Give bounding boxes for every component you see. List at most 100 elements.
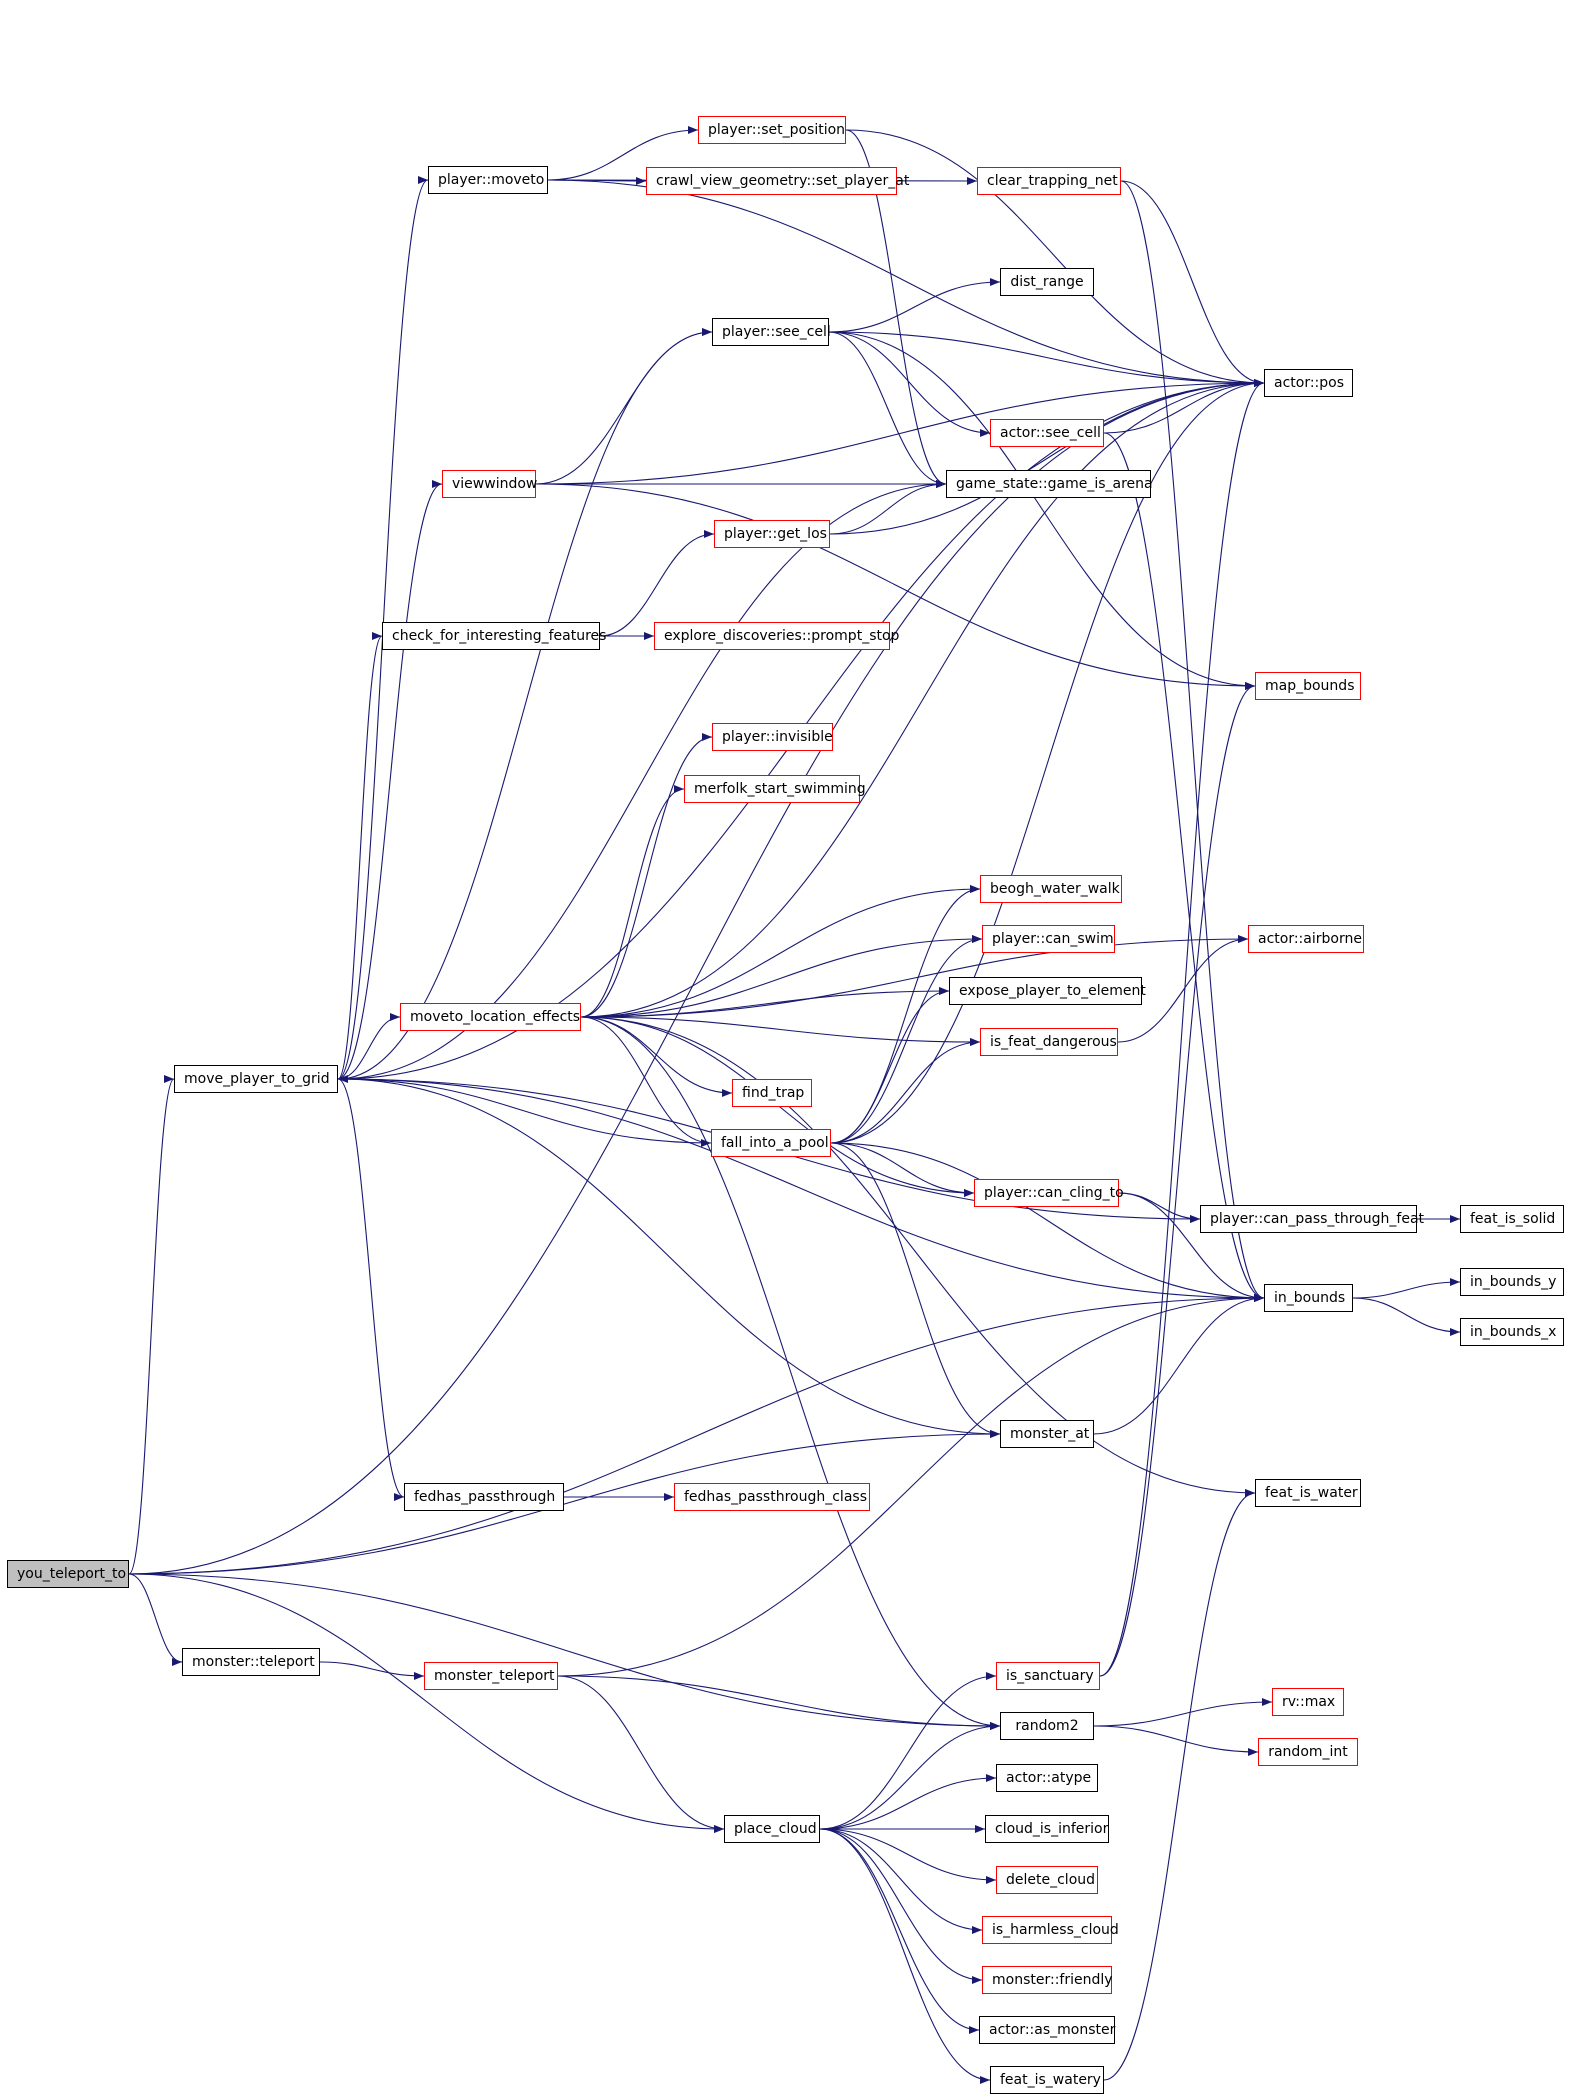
node-player-set-position[interactable]: player::set_position bbox=[698, 116, 846, 144]
edge-you-teleport-to-to-monster-teleport-method bbox=[128, 1573, 183, 1666]
edge-moveto-location-effects-to-find-trap bbox=[580, 1016, 733, 1097]
node-player-can-swim[interactable]: player::can_swim bbox=[982, 925, 1115, 953]
node-crawl-view-geometry-set-player-at[interactable]: crawl_view_geometry::set_player_at bbox=[646, 167, 909, 195]
node-find-trap[interactable]: find_trap bbox=[732, 1079, 812, 1107]
node-is-feat-dangerous[interactable]: is_feat_dangerous bbox=[980, 1028, 1118, 1056]
node-merfolk-start-swimming[interactable]: merfolk_start_swimming bbox=[684, 775, 866, 803]
edge-moveto-location-effects-to-actor-airborne bbox=[580, 935, 1249, 1018]
edge-fall-into-a-pool-to-actor-pos bbox=[830, 379, 1265, 1144]
node-random-int[interactable]: random_int bbox=[1258, 1738, 1358, 1766]
node-actor-see-cell[interactable]: actor::see_cell bbox=[990, 419, 1104, 447]
node-fall-into-a-pool[interactable]: fall_into_a_pool bbox=[711, 1129, 831, 1157]
edge-move-player-to-grid-to-player-see-cell bbox=[337, 328, 713, 1080]
node-delete-cloud[interactable]: delete_cloud bbox=[996, 1866, 1098, 1894]
edge-you-teleport-to-to-monster-at bbox=[128, 1430, 1001, 1575]
edge-player-get-los-to-game-state-game-is-arena bbox=[829, 480, 947, 535]
node-feat-is-water[interactable]: feat_is_water bbox=[1255, 1479, 1361, 1507]
edge-player-set-position-to-actor-pos bbox=[845, 129, 1265, 387]
edge-move-player-to-grid-to-fedhas-passthrough bbox=[337, 1078, 405, 1501]
edge-is-feat-dangerous-to-actor-airborne bbox=[1117, 935, 1249, 1043]
edge-random2-to-rv-max bbox=[1093, 1698, 1273, 1727]
edge-moveto-location-effects-to-random2 bbox=[580, 1016, 1001, 1730]
edge-move-player-to-grid-to-in-bounds bbox=[337, 1078, 1265, 1302]
edge-player-can-cling-to-to-player-can-pass-through-feat bbox=[1118, 1192, 1201, 1223]
edge-monster-at-to-in-bounds bbox=[1093, 1294, 1265, 1435]
edge-fall-into-a-pool-to-move-player-to-grid bbox=[337, 1075, 712, 1144]
node-monster-teleport[interactable]: monster_teleport bbox=[424, 1662, 558, 1690]
edge-moveto-location-effects-to-is-feat-dangerous bbox=[580, 1016, 981, 1046]
node-actor-as-monster[interactable]: actor::as_monster bbox=[979, 2016, 1115, 2044]
edge-moveto-location-effects-to-player-invisible bbox=[580, 733, 713, 1018]
edge-fall-into-a-pool-to-expose-player-to-element bbox=[830, 987, 950, 1144]
edge-moveto-location-effects-to-merfolk-start-swimming bbox=[580, 785, 685, 1018]
node-you-teleport-to[interactable]: you_teleport_to bbox=[7, 1560, 129, 1588]
edge-monster-teleport-to-in-bounds bbox=[557, 1294, 1265, 1677]
edge-moveto-location-effects-to-expose-player-to-element bbox=[580, 987, 950, 1018]
edge-fall-into-a-pool-to-in-bounds bbox=[830, 1142, 1265, 1302]
node-map-bounds[interactable]: map_bounds bbox=[1255, 672, 1361, 700]
edge-player-see-cell-to-actor-pos bbox=[828, 331, 1265, 387]
edge-place-cloud-to-delete-cloud bbox=[819, 1828, 997, 1884]
node-player-moveto[interactable]: player::moveto bbox=[428, 166, 548, 194]
node-actor-airborne[interactable]: actor::airborne bbox=[1248, 925, 1364, 953]
node-monster-at[interactable]: monster_at bbox=[1000, 1420, 1094, 1448]
node-player-invisible[interactable]: player::invisible bbox=[712, 723, 833, 751]
edge-player-can-cling-to-to-in-bounds bbox=[1118, 1192, 1265, 1302]
edge-player-get-los-to-actor-pos bbox=[829, 379, 1265, 535]
node-dist-range[interactable]: dist_range bbox=[1000, 268, 1094, 296]
node-clear-trapping-net[interactable]: clear_trapping_net bbox=[977, 167, 1121, 195]
node-fedhas-passthrough-class[interactable]: fedhas_passthrough_class bbox=[674, 1483, 870, 1511]
node-explore-discoveries-prompt-stop[interactable]: explore_discoveries::prompt_stop bbox=[654, 622, 899, 650]
node-is-harmless-cloud[interactable]: is_harmless_cloud bbox=[982, 1916, 1119, 1944]
edge-place-cloud-to-random2 bbox=[819, 1722, 1001, 1830]
node-game-state-game-is-arena[interactable]: game_state::game_is_arena bbox=[946, 470, 1153, 498]
node-player-can-cling-to[interactable]: player::can_cling_to bbox=[974, 1179, 1124, 1207]
node-player-see-cell[interactable]: player::see_cell bbox=[712, 318, 831, 346]
node-in-bounds-y[interactable]: in_bounds_y bbox=[1460, 1268, 1564, 1296]
edge-viewwindow-to-player-see-cell bbox=[535, 328, 713, 485]
node-in-bounds[interactable]: in_bounds bbox=[1264, 1284, 1353, 1312]
edge-random2-to-random-int bbox=[1093, 1725, 1259, 1756]
edge-viewwindow-to-actor-pos bbox=[535, 379, 1265, 485]
node-expose-player-to-element[interactable]: expose_player_to_element bbox=[949, 977, 1146, 1005]
node-check-for-interesting-features[interactable]: check_for_interesting_features bbox=[382, 622, 606, 650]
node-actor-pos[interactable]: actor::pos bbox=[1264, 369, 1353, 397]
node-monster-teleport-method[interactable]: monster::teleport bbox=[182, 1648, 320, 1676]
node-rv-max[interactable]: rv::max bbox=[1272, 1688, 1344, 1716]
node-in-bounds-x[interactable]: in_bounds_x bbox=[1460, 1318, 1564, 1346]
edge-place-cloud-to-is-harmless-cloud bbox=[819, 1828, 983, 1934]
edge-is-sanctuary-to-actor-pos bbox=[1099, 379, 1265, 1677]
edge-player-see-cell-to-dist-range bbox=[828, 278, 1001, 333]
edge-clear-trapping-net-to-in-bounds bbox=[1120, 180, 1265, 1302]
node-moveto-location-effects[interactable]: moveto_location_effects bbox=[400, 1003, 581, 1031]
edge-moveto-location-effects-to-player-can-swim bbox=[580, 935, 983, 1018]
edge-is-sanctuary-to-map-bounds bbox=[1099, 682, 1256, 1677]
node-actor-atype[interactable]: actor::atype bbox=[996, 1764, 1098, 1792]
node-monster-friendly[interactable]: monster::friendly bbox=[982, 1966, 1113, 1994]
edge-you-teleport-to-to-in-bounds bbox=[128, 1294, 1265, 1575]
node-move-player-to-grid[interactable]: move_player_to_grid bbox=[174, 1065, 338, 1093]
edge-player-see-cell-to-actor-see-cell bbox=[828, 331, 991, 437]
edge-player-moveto-to-actor-pos bbox=[547, 179, 1265, 387]
node-cloud-is-inferior[interactable]: cloud_is_inferior bbox=[985, 1815, 1109, 1843]
node-feat-is-watery[interactable]: feat_is_watery bbox=[990, 2066, 1104, 2094]
node-fedhas-passthrough[interactable]: fedhas_passthrough bbox=[404, 1483, 564, 1511]
node-feat-is-solid[interactable]: feat_is_solid bbox=[1460, 1205, 1564, 1233]
node-player-get-los[interactable]: player::get_los bbox=[714, 520, 830, 548]
edge-moveto-location-effects-to-fall-into-a-pool bbox=[580, 1016, 712, 1147]
edge-you-teleport-to-to-actor-pos bbox=[128, 379, 1265, 1575]
edge-player-see-cell-to-map-bounds bbox=[828, 331, 1256, 690]
edge-place-cloud-to-actor-as-monster bbox=[819, 1828, 980, 2034]
edge-you-teleport-to-to-random2 bbox=[128, 1573, 1001, 1730]
edge-actor-see-cell-to-in-bounds bbox=[1103, 432, 1265, 1302]
edge-move-player-to-grid-to-game-state-game-is-arena bbox=[337, 480, 947, 1080]
edge-fall-into-a-pool-to-player-can-cling-to bbox=[830, 1142, 975, 1197]
node-beogh-water-walk[interactable]: beogh_water_walk bbox=[980, 875, 1122, 903]
node-place-cloud[interactable]: place_cloud bbox=[724, 1815, 820, 1843]
node-random2[interactable]: random2 bbox=[1000, 1712, 1094, 1740]
node-viewwindow[interactable]: viewwindow bbox=[442, 470, 537, 498]
edge-monster-teleport-method-to-monster-teleport bbox=[319, 1661, 425, 1680]
node-player-can-pass-through-feat[interactable]: player::can_pass_through_feat bbox=[1200, 1205, 1424, 1233]
node-is-sanctuary[interactable]: is_sanctuary bbox=[996, 1662, 1100, 1690]
